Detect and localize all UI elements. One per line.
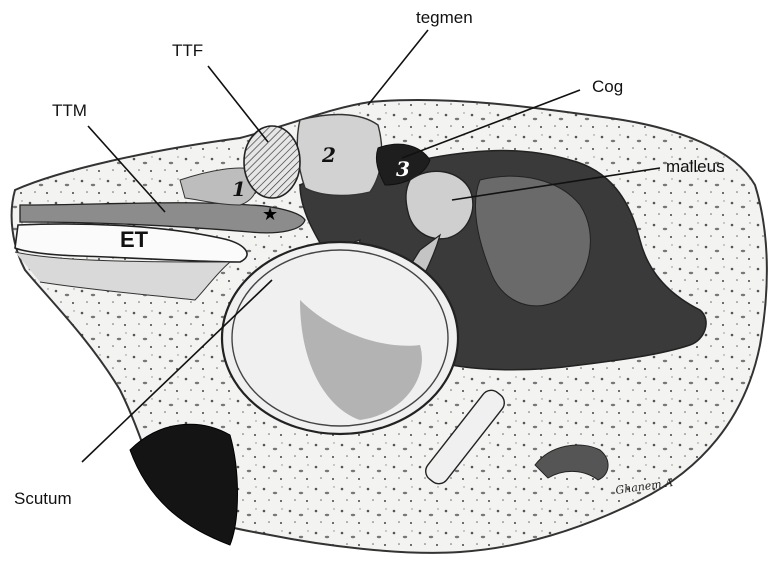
region-3-label: 3: [396, 157, 410, 181]
scutum-label: Scutum: [14, 489, 72, 508]
tegmen-leader: [368, 30, 428, 105]
malleus-head: [406, 171, 473, 238]
region-2: [297, 115, 381, 196]
carotid-canal: [130, 424, 238, 545]
ttf-leader: [208, 66, 268, 142]
malleus-label: malleus: [666, 157, 725, 176]
tegmen-label: tegmen: [416, 8, 473, 27]
tensor-tympani-fold: [244, 126, 300, 198]
region-1-label: 1: [232, 177, 246, 201]
star-marker: ★: [262, 204, 278, 224]
region-2-label: 2: [321, 143, 336, 167]
et-label: ET: [120, 227, 149, 252]
ttf-label: TTF: [172, 41, 203, 60]
cog-label: Cog: [592, 77, 623, 96]
ttm-label: TTM: [52, 101, 87, 120]
